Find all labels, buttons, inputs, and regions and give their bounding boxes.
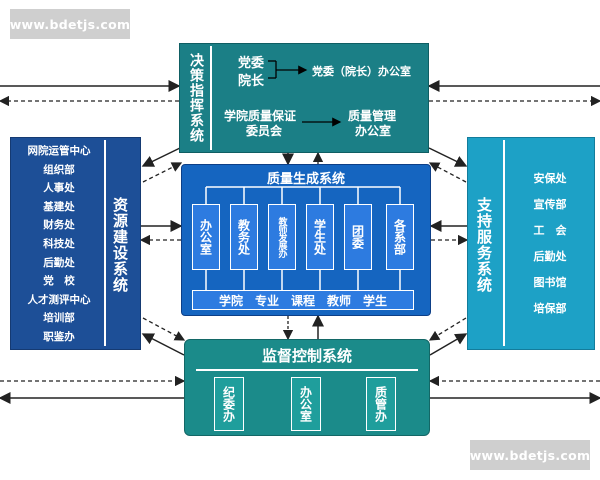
diag-lower-right-solid: [429, 333, 468, 356]
diag-upper-left-solid: [141, 147, 181, 167]
resource-item-list: 网院运管中心 组织部 人事处 基建处 财务处 科技处 后勤处 党 校 人才测评中…: [14, 142, 104, 347]
resource-system-box: [10, 137, 141, 350]
quality-management-office-line1: 质量管理: [348, 109, 397, 123]
diag-lower-right-dashed: [428, 317, 467, 341]
monitor-divider: [196, 369, 418, 371]
decision-divider: [210, 46, 212, 150]
quality-management-office-line2: 办公室: [355, 124, 392, 138]
resource-item: 培训部: [43, 312, 75, 325]
quality-unit-office: 办公室: [192, 204, 220, 270]
watermark-bottom: www.bdetjs.com: [470, 440, 590, 470]
support-item-list: 安保处 宣传部 工 会 后勤处 图书馆 培保部: [512, 166, 588, 322]
decision-system-title: 决策指挥系统: [188, 53, 204, 143]
diag-lower-left-solid: [141, 333, 185, 356]
quality-unit-teacher-development: 教师发展办: [268, 204, 296, 270]
support-item: 工 会: [533, 224, 567, 237]
watermark-top: www.bdetjs.com: [10, 9, 130, 39]
resource-item: 基建处: [43, 200, 75, 213]
support-system-title: 支持服务系统: [475, 197, 493, 293]
support-divider: [503, 140, 505, 346]
quality-unit-academic-affairs: 教务处: [230, 204, 258, 270]
support-system-box: [467, 137, 595, 350]
diag-upper-left-dashed: [142, 162, 183, 183]
resource-item: 组织部: [43, 163, 75, 176]
resource-item: 后勤处: [43, 256, 75, 269]
quality-bottom-bar: 学院 专业 课程 教师 学生: [192, 290, 414, 310]
quality-system-title: 质量生成系统: [266, 172, 345, 187]
resource-item: 人才测评中心: [27, 293, 91, 306]
resource-system-title: 资源建设系统: [111, 197, 129, 293]
quality-committee-line2: 委员会: [246, 124, 283, 138]
party-committee-label: 党委: [238, 56, 265, 71]
diag-lower-left-dashed: [142, 317, 186, 341]
monitor-unit-discipline: 纪委办: [214, 377, 244, 431]
resource-item: 人事处: [43, 182, 75, 195]
resource-item: 财务处: [43, 219, 75, 232]
quality-unit-departments: 各系部: [386, 204, 414, 270]
quality-unit-youth-league: 团委: [344, 204, 372, 270]
decision-system-box: [179, 43, 429, 153]
resource-item: 科技处: [43, 237, 75, 250]
support-item: 安保处: [533, 172, 567, 185]
resource-item: 网院运管中心: [27, 145, 91, 157]
monitor-unit-quality-management: 质管办: [366, 377, 396, 431]
support-item: 后勤处: [533, 250, 567, 263]
resource-item: 职鉴办: [43, 330, 75, 343]
support-item: 宣传部: [533, 198, 567, 211]
diag-upper-right-solid: [428, 147, 468, 167]
quality-committee-line1: 学院质量保证: [224, 109, 297, 123]
quality-unit-student-affairs: 学生处: [306, 204, 334, 270]
monitor-unit-office: 办公室: [291, 377, 321, 431]
resource-item: 党 校: [43, 275, 75, 288]
support-item: 培保部: [533, 302, 567, 315]
support-item: 图书馆: [533, 276, 567, 289]
dean-label: 院长: [238, 74, 265, 89]
party-dean-office-label: 党委（院长）办公室: [312, 65, 411, 78]
resource-divider: [104, 140, 106, 346]
monitor-system-title: 监督控制系统: [261, 347, 352, 365]
